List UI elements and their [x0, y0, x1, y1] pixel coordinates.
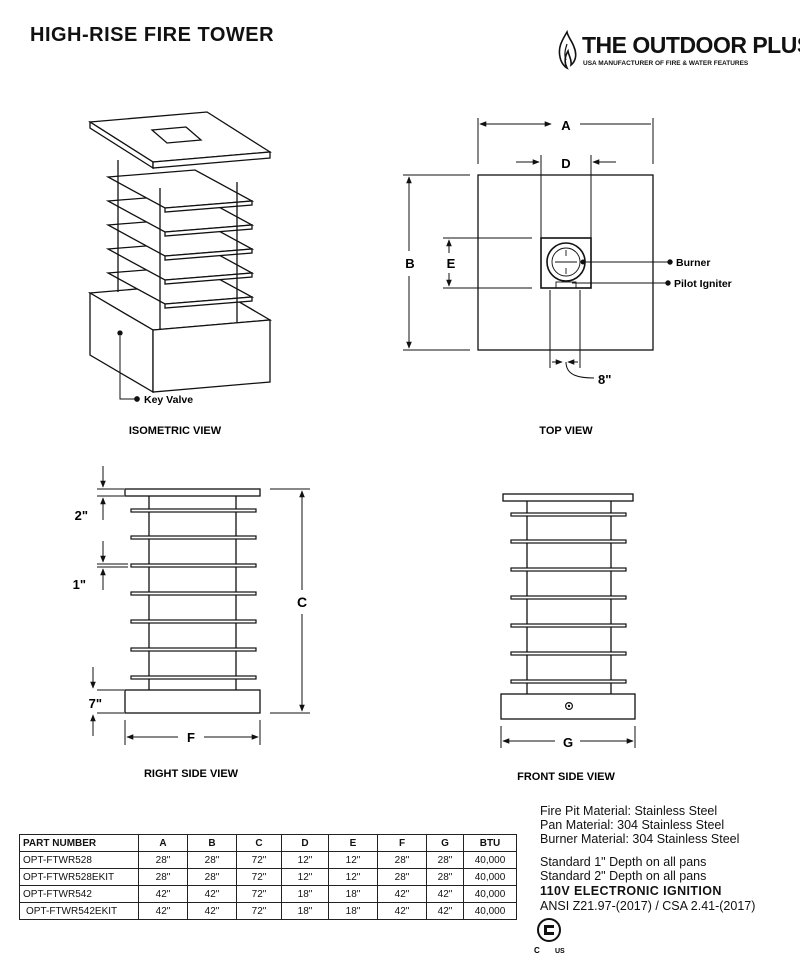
louvres: [105, 169, 255, 309]
cell: 72": [236, 902, 282, 920]
brand-name: THE OUTDOOR PLUS: [582, 32, 800, 58]
cell: 12": [328, 851, 378, 869]
cell-part-number: OPT-FTWR528EKIT: [19, 868, 139, 886]
cell: 42": [187, 885, 237, 903]
table-row: OPT-FTWR542EKIT 42" 42" 72" 18" 18" 42" …: [19, 902, 517, 920]
col-e: E: [328, 834, 378, 852]
spec-depth-2: Standard 2" Depth on all pans: [540, 869, 707, 883]
cell: 28": [138, 851, 188, 869]
cell: 40,000: [463, 868, 517, 886]
dim-a-label: A: [561, 118, 571, 133]
dim-d-label: D: [561, 156, 570, 171]
dim-2-label: 2": [75, 508, 88, 523]
brand-logo: THE OUTDOOR PLUS USA MANUFACTURER OF FIR…: [556, 30, 800, 74]
dim-c-label: C: [297, 594, 307, 610]
front-side-view: [500, 493, 636, 748]
cell: 40,000: [463, 885, 517, 903]
csa-logo-icon: C US: [534, 918, 565, 955]
cell: 42": [426, 885, 464, 903]
col-f: F: [377, 834, 427, 852]
dim-b-label: B: [405, 256, 414, 271]
right-side-view: [90, 466, 310, 745]
col-a: A: [138, 834, 188, 852]
cell: 28": [426, 851, 464, 869]
cell: 42": [377, 902, 427, 920]
cell: 40,000: [463, 851, 517, 869]
page-title: HIGH-RISE FIRE TOWER: [30, 24, 275, 46]
top-view: [403, 118, 673, 379]
cell: 28": [426, 868, 464, 886]
col-btu: BTU: [463, 834, 517, 852]
cell-part-number: OPT-FTWR542EKIT: [19, 902, 139, 920]
cell: 12": [328, 868, 378, 886]
table-row: OPT-FTWR542 42" 42" 72" 18" 18" 42" 42" …: [19, 885, 517, 903]
spec-pan-material: Pan Material: 304 Stainless Steel: [540, 818, 725, 832]
spec-burner-material: Burner Material: 304 Stainless Steel: [540, 832, 740, 846]
csa-certification-mark: C US: [528, 913, 570, 955]
cell: 18": [281, 902, 329, 920]
cell: 72": [236, 851, 282, 869]
table-row: OPT-FTWR528EKIT 28" 28" 72" 12" 12" 28" …: [19, 868, 517, 886]
cell: 18": [281, 885, 329, 903]
cell: 42": [138, 885, 188, 903]
spec-depth-1: Standard 1" Depth on all pans: [540, 855, 707, 869]
cell: 28": [187, 851, 237, 869]
cell: 28": [187, 868, 237, 886]
dim-1-label: 1": [73, 577, 86, 592]
cell: 12": [281, 851, 329, 869]
pilot-igniter-callout: Pilot Igniter: [674, 278, 732, 290]
cell: 42": [138, 902, 188, 920]
cell-part-number: OPT-FTWR528: [19, 851, 139, 869]
key-valve-callout: Key Valve: [144, 394, 193, 406]
cert-c-label: C: [534, 946, 540, 955]
brand-tagline: USA MANUFACTURER OF FIRE & WATER FEATURE…: [583, 60, 749, 67]
col-c: C: [236, 834, 282, 852]
cell: 72": [236, 868, 282, 886]
col-g: G: [426, 834, 464, 852]
technical-drawings: Key Valve: [73, 111, 732, 783]
dim-7-label: 7": [89, 696, 102, 711]
front-side-view-caption: FRONT SIDE VIEW: [517, 771, 615, 783]
cell: 18": [328, 902, 378, 920]
cell: 12": [281, 868, 329, 886]
flame-icon: [558, 30, 577, 70]
burner-callout: Burner: [676, 257, 710, 269]
right-side-view-caption: RIGHT SIDE VIEW: [144, 768, 239, 780]
spec-fire-pit-material: Fire Pit Material: Stainless Steel: [540, 804, 718, 818]
cell: 18": [328, 885, 378, 903]
isometric-view: [87, 111, 273, 402]
cell: 42": [187, 902, 237, 920]
top-view-caption: TOP VIEW: [539, 425, 593, 437]
dim-e-label: E: [447, 256, 456, 271]
cell: 42": [426, 902, 464, 920]
dim-8-label: 8": [598, 372, 611, 387]
spec-standards: ANSI Z21.97-(2017) / CSA 2.41-(2017): [540, 899, 756, 913]
cell: 72": [236, 885, 282, 903]
col-d: D: [281, 834, 329, 852]
parts-table: PART NUMBER A B C D E F G BTU OPT-FTWR52…: [19, 834, 517, 920]
col-part-number: PART NUMBER: [19, 834, 139, 852]
cell-part-number: OPT-FTWR542: [19, 885, 139, 903]
cell: 40,000: [463, 902, 517, 920]
spec-ignition: 110V ELECTRONIC IGNITION: [540, 884, 722, 898]
table-row: OPT-FTWR528 28" 28" 72" 12" 12" 28" 28" …: [19, 851, 517, 869]
table-header-row: PART NUMBER A B C D E F G BTU: [19, 834, 517, 852]
dim-f-label: F: [187, 730, 195, 745]
isometric-view-caption: ISOMETRIC VIEW: [129, 425, 222, 437]
cert-us-label: US: [555, 948, 565, 955]
cell: 28": [377, 851, 427, 869]
cell: 28": [377, 868, 427, 886]
dim-g-label: G: [563, 735, 573, 750]
col-b: B: [187, 834, 237, 852]
cell: 42": [377, 885, 427, 903]
cell: 28": [138, 868, 188, 886]
